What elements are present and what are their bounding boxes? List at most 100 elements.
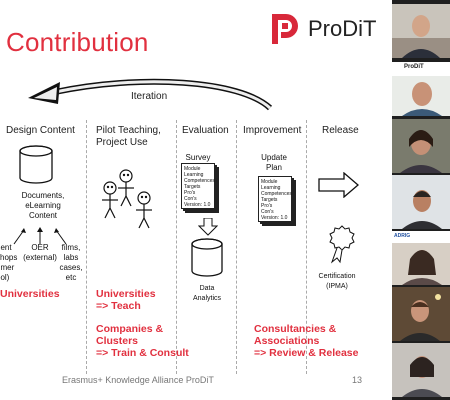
certification-line: Certification bbox=[318, 273, 356, 280]
column-heading-pilot: Pilot Teaching, Project Use bbox=[96, 125, 161, 149]
participant-video-icon bbox=[392, 231, 450, 285]
participant-video-tile[interactable]: ADRIG bbox=[392, 231, 450, 285]
column-divider bbox=[176, 120, 177, 374]
participant-video-icon bbox=[392, 343, 450, 397]
column-divider bbox=[306, 120, 307, 374]
universities-teach-label: Universities => Teach bbox=[96, 288, 156, 312]
survey-items: Module Learning Competences Targets Pro'… bbox=[184, 166, 215, 208]
students-icon bbox=[102, 169, 152, 229]
down-arrow-icon bbox=[198, 218, 218, 236]
plan-item: Competences bbox=[261, 191, 292, 197]
source-line: cases, bbox=[59, 263, 83, 272]
red-line: Consultancies & bbox=[254, 323, 337, 335]
certification-line: (IPMA) bbox=[326, 283, 348, 290]
prodit-logo-icon bbox=[272, 14, 298, 44]
database-icon bbox=[19, 145, 53, 184]
plan-items: Module Learning Competences Targets Pro'… bbox=[261, 179, 292, 221]
plan-item: Con's bbox=[261, 209, 274, 215]
survey-item: Targets bbox=[184, 184, 201, 190]
logo-wordmark: ProDiT bbox=[308, 16, 377, 41]
slide-title: Contribution bbox=[6, 27, 149, 57]
column-heading-design: Design Content bbox=[6, 125, 75, 136]
survey-item: Con's bbox=[184, 196, 197, 202]
column-heading-release: Release bbox=[322, 125, 359, 136]
participant-video-strip: ProDiT ADRIG bbox=[392, 0, 450, 400]
update-plan-label: Update Plan bbox=[256, 153, 292, 173]
documents-label: Documents, eLearning Content bbox=[8, 191, 78, 221]
participant-video-tile[interactable] bbox=[392, 119, 450, 173]
tile-logo-text: ProDiT bbox=[404, 64, 424, 70]
source-arrows-icon bbox=[13, 227, 67, 245]
documents-line: Content bbox=[28, 211, 58, 220]
source-line: dent bbox=[0, 243, 12, 252]
slide-footer: Erasmus+ Knowledge Alliance ProDiT bbox=[62, 375, 214, 385]
survey-item: Module bbox=[184, 166, 201, 172]
update-plan-line: Update bbox=[261, 153, 287, 162]
update-plan-line: Plan bbox=[265, 163, 282, 172]
red-line: Associations bbox=[254, 335, 320, 347]
iteration-arrow bbox=[28, 78, 273, 111]
certification-label: Certification (IPMA) bbox=[312, 272, 362, 292]
documents-line: Documents, bbox=[21, 191, 65, 200]
companies-label: Companies & Clusters => Train & Consult bbox=[96, 323, 189, 359]
certificate-rosette-icon bbox=[329, 225, 355, 264]
participant-video-tile[interactable] bbox=[392, 287, 450, 341]
plan-item: Version: 1.0 bbox=[261, 215, 288, 221]
data-analytics-line: Data bbox=[199, 285, 215, 292]
data-analytics-line: Analytics bbox=[192, 295, 221, 302]
column-heading-pilot-line1: Pilot Teaching, bbox=[96, 125, 161, 136]
red-line: => Train & Consult bbox=[96, 347, 189, 359]
right-arrow-icon bbox=[318, 172, 359, 198]
red-line: => Review & Release bbox=[254, 347, 359, 359]
plan-item: Learning bbox=[261, 185, 281, 191]
presentation-slide: Contribution ProDiT Iteration Design Con… bbox=[0, 14, 377, 385]
source-line: nmer bbox=[0, 263, 15, 272]
source-oer-text: OER (external) bbox=[20, 243, 60, 263]
source-line: films, bbox=[61, 243, 81, 252]
red-line: => Teach bbox=[96, 300, 141, 312]
tile-logo-text: ADRIG bbox=[394, 233, 411, 239]
plan-item: Module bbox=[261, 179, 278, 185]
documents-line: eLearning bbox=[25, 201, 61, 210]
red-line: Universities bbox=[96, 288, 156, 300]
participant-video-tile[interactable] bbox=[392, 343, 450, 397]
source-students-text: dent shops nmer ool) bbox=[0, 243, 18, 283]
column-divider bbox=[236, 120, 237, 374]
source-line: ool) bbox=[0, 273, 10, 282]
plan-item: Targets bbox=[261, 197, 278, 203]
survey-item: Version: 1.0 bbox=[184, 202, 211, 208]
data-analytics-label: Data Analytics bbox=[187, 284, 227, 304]
plan-item: Pro's bbox=[261, 203, 273, 209]
source-line: labs bbox=[63, 253, 79, 262]
consultancies-label: Consultancies & Associations => Review &… bbox=[254, 323, 358, 359]
red-line: Clusters bbox=[96, 335, 139, 347]
column-divider bbox=[86, 120, 87, 374]
participant-video-icon bbox=[392, 287, 450, 341]
source-films-text: films, labs cases, etc bbox=[58, 243, 84, 283]
universities-label: Universities bbox=[0, 288, 60, 300]
participant-video-tile[interactable] bbox=[392, 4, 450, 58]
column-heading-evaluation: Evaluation bbox=[182, 125, 229, 136]
source-line: (external) bbox=[23, 253, 57, 262]
participant-video-icon bbox=[392, 62, 450, 116]
red-line: Companies & bbox=[96, 323, 164, 335]
column-heading-pilot-line2: Project Use bbox=[96, 137, 148, 148]
survey-item: Competences bbox=[184, 178, 215, 184]
survey-label: Survey bbox=[185, 153, 211, 162]
source-line: shops bbox=[0, 253, 18, 262]
database-icon bbox=[191, 238, 223, 277]
source-line: etc bbox=[65, 273, 77, 282]
survey-document: Module Learning Competences Targets Pro'… bbox=[181, 163, 215, 209]
column-heading-improvement: Improvement bbox=[243, 125, 302, 136]
source-line: OER bbox=[31, 243, 49, 252]
survey-item: Pro's bbox=[184, 190, 196, 196]
participant-video-icon bbox=[392, 119, 450, 173]
participant-video-icon bbox=[392, 4, 450, 58]
update-plan-document: Module Learning Competences Targets Pro'… bbox=[258, 176, 292, 222]
survey-item: Learning bbox=[184, 172, 204, 178]
participant-video-tile[interactable] bbox=[392, 175, 450, 229]
participant-video-icon bbox=[392, 175, 450, 229]
iteration-label: Iteration bbox=[131, 91, 168, 102]
slide-page-number: 13 bbox=[352, 375, 363, 385]
participant-video-tile[interactable]: ProDiT bbox=[392, 62, 450, 116]
